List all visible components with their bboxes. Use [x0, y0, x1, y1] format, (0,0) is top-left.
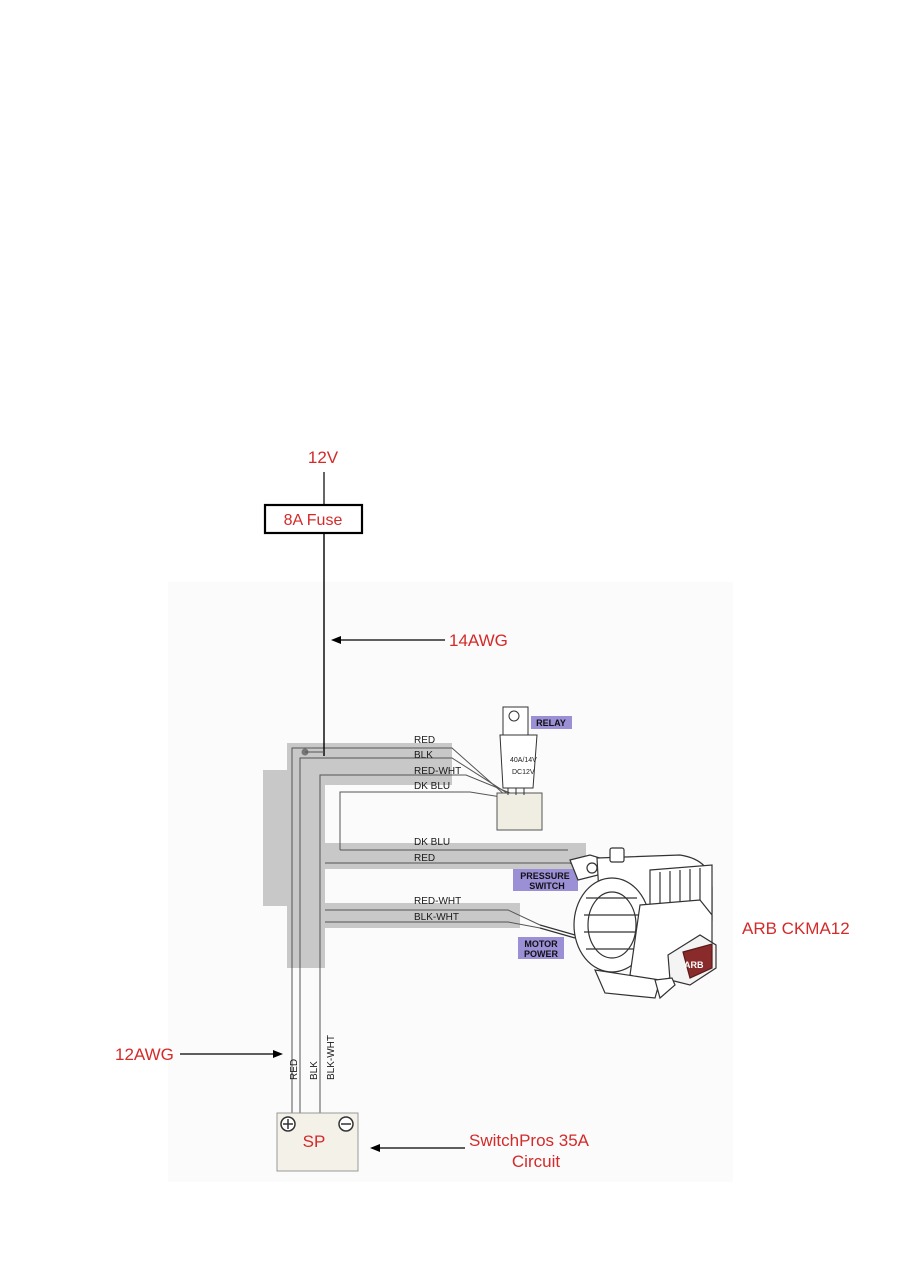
wire-harness	[263, 743, 586, 968]
vertical-label-red: RED	[289, 1059, 300, 1080]
relay-tag	[531, 716, 572, 729]
switchpros-label-line2: Circuit	[512, 1152, 560, 1171]
wire-label-group: RED BLK RED-WHT DK BLU DK BLU RED RED-WH…	[414, 735, 461, 923]
wire-label-blk: BLK	[414, 750, 433, 761]
fuse-label: 8A Fuse	[284, 512, 343, 529]
pressure-tag-line2: SWITCH	[529, 881, 565, 891]
gauge-feed-label: 14AWG	[449, 631, 508, 650]
relay-print-2: DC12V	[512, 769, 535, 776]
motor-power-tag	[518, 937, 564, 959]
gauge-main-label: 12AWG	[115, 1045, 174, 1064]
pressure-switch-tag	[513, 869, 578, 891]
wire-label-dk-blu-2: DK BLU	[414, 837, 450, 848]
wire-label-red-wht-2: RED-WHT	[414, 896, 461, 907]
device-label: ARB CKMA12	[742, 919, 850, 938]
motor-tag-line2: POWER	[524, 949, 559, 959]
svg-text:ARB: ARB	[684, 960, 704, 970]
relay-tag-label: RELAY	[536, 718, 566, 728]
wire-label-blk-wht: BLK-WHT	[414, 912, 459, 923]
vertical-label-blk: BLK	[309, 1061, 320, 1080]
motor-tag-line1: MOTOR	[524, 939, 558, 949]
switchpros-label-line1: SwitchPros 35A	[469, 1131, 590, 1150]
relay-print-1: 40A/14V	[510, 757, 537, 764]
wire-label-red-2: RED	[414, 853, 435, 864]
vertical-label-blk-wht: BLK-WHT	[326, 1035, 337, 1080]
compressor-illustration: ARB	[539, 847, 717, 1000]
pressure-tag-line1: PRESSURE	[520, 871, 570, 881]
wire-label-dk-blu: DK BLU	[414, 781, 450, 792]
supply-label: 12V	[308, 448, 339, 467]
wire-label-red: RED	[414, 735, 435, 746]
harness-wires	[291, 747, 586, 1118]
relay: 40A/14V DC12V	[496, 706, 543, 831]
switchpros-terminal-label: SP	[303, 1132, 326, 1151]
fuse-box	[263, 503, 364, 535]
relay-socket	[496, 792, 543, 831]
wire-label-red-wht: RED-WHT	[414, 766, 461, 777]
